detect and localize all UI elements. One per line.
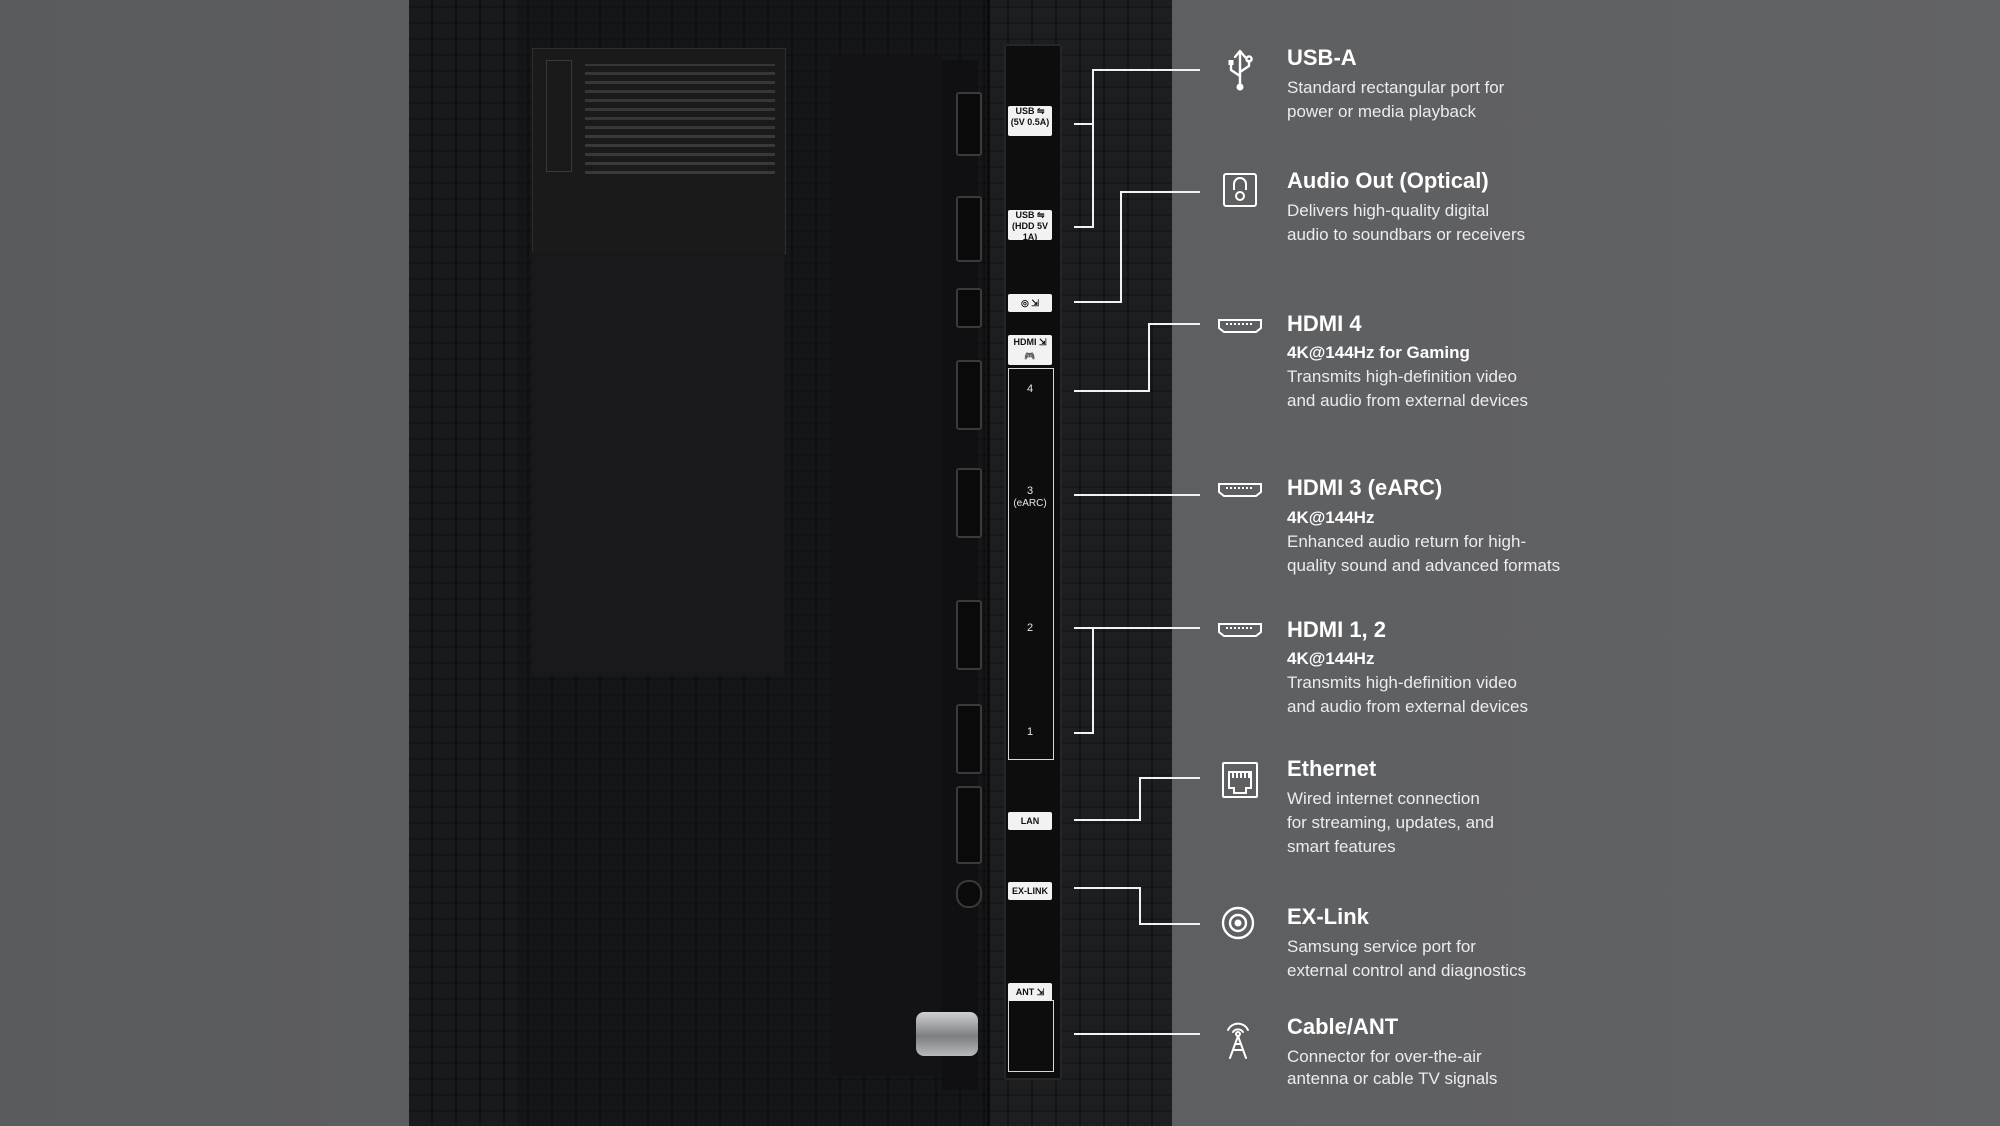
coax-connector bbox=[916, 1012, 978, 1056]
ethernet-desc-1: Wired internet connection bbox=[1287, 789, 1480, 808]
ethernet-desc-2: for streaming, updates, and bbox=[1287, 813, 1494, 832]
hdmi-port-2 bbox=[956, 600, 982, 670]
usb1-tag-line1: USB ⇋ bbox=[1015, 106, 1045, 116]
hdmi-port-1 bbox=[956, 704, 982, 774]
hdmi4-desc-1: Transmits high-definition video bbox=[1287, 367, 1517, 386]
optical-audio-icon bbox=[1223, 173, 1257, 207]
ethernet-desc-3: smart features bbox=[1287, 837, 1396, 856]
antenna-icon bbox=[1227, 1022, 1249, 1059]
inner-panel bbox=[532, 252, 784, 676]
hdmi12-desc-2: and audio from external devices bbox=[1287, 697, 1528, 716]
hdmi-icon bbox=[1218, 483, 1262, 497]
usb-port-1 bbox=[956, 92, 982, 156]
exlink-title: EX-Link bbox=[1287, 904, 1369, 929]
hdmi-num-3: 3 bbox=[1026, 485, 1034, 497]
exlink-desc-2: external control and diagnostics bbox=[1287, 961, 1527, 980]
cable-ant-desc-2: antenna or cable TV signals bbox=[1287, 1069, 1498, 1088]
optical-desc-2: audio to soundbars or receivers bbox=[1287, 225, 1526, 244]
cable-ant-desc-1: Connector for over-the-air bbox=[1287, 1047, 1482, 1066]
usb-port-2 bbox=[956, 196, 982, 262]
exlink-icon bbox=[1221, 906, 1255, 940]
hdmi3-desc-1: Enhanced audio return for high- bbox=[1287, 532, 1527, 551]
hdmi12-desc-1: Transmits high-definition video bbox=[1287, 673, 1517, 692]
hdmi-icon bbox=[1218, 623, 1262, 637]
optical-port bbox=[956, 288, 982, 328]
panel-edge bbox=[409, 0, 517, 1126]
port-bracket bbox=[830, 55, 942, 1075]
ethernet-title: Ethernet bbox=[1287, 756, 1377, 781]
hdmi-num-4: 4 bbox=[1026, 383, 1034, 395]
hdmi-icon bbox=[1218, 319, 1262, 333]
rating-label-text-block-2 bbox=[585, 128, 775, 174]
usb2-tag-line1: USB ⇋ bbox=[1015, 210, 1045, 220]
hdmi-port-4 bbox=[956, 360, 982, 430]
usb1-tag: USB ⇋ (5V 0.5A) bbox=[1008, 106, 1052, 136]
hdmi-num-3-sub: (eARC) bbox=[1013, 498, 1047, 509]
hdmi4-spec: 4K@144Hz for Gaming bbox=[1287, 343, 1470, 362]
usb2-tag: USB ⇋ (HDD 5V 1A) bbox=[1008, 210, 1052, 242]
optical-desc-1: Delivers high-quality digital bbox=[1287, 201, 1490, 220]
hdmi-num-2: 2 bbox=[1026, 622, 1034, 634]
usb-a-desc-1: Standard rectangular port for bbox=[1287, 78, 1505, 97]
hdmi-num-1: 1 bbox=[1026, 726, 1034, 738]
hdmi-port-3 bbox=[956, 468, 982, 538]
cable-ant-title: Cable/ANT bbox=[1287, 1014, 1399, 1039]
usb2-tag-line2: (HDD 5V 1A) bbox=[1011, 221, 1048, 242]
lan-tag: LAN bbox=[1008, 812, 1052, 830]
hdmi3-title: HDMI 3 (eARC) bbox=[1287, 475, 1443, 500]
ethernet-icon bbox=[1222, 762, 1258, 798]
exlink-desc-1: Samsung service port for bbox=[1287, 937, 1476, 956]
optical-title: Audio Out (Optical) bbox=[1287, 168, 1489, 193]
usb-icon bbox=[1228, 49, 1253, 91]
hdmi-label-strip bbox=[1008, 368, 1054, 760]
usb-a-desc-2: power or media playback bbox=[1287, 102, 1476, 121]
hdmi-tag: HDMI ⇲ 🎮 bbox=[1008, 335, 1052, 365]
gamepad-icon: 🎮 bbox=[1024, 351, 1036, 361]
rating-label-side bbox=[546, 60, 572, 172]
exlink-tag: EX-LINK bbox=[1008, 882, 1052, 900]
ant-label-strip bbox=[1008, 1000, 1054, 1072]
hdmi12-title: HDMI 1, 2 bbox=[1287, 617, 1387, 642]
ant-tag: ANT ⇲ bbox=[1008, 983, 1052, 1001]
optical-tag: ◎ ⇲ bbox=[1008, 294, 1052, 312]
usb1-tag-line2: (5V 0.5A) bbox=[1010, 117, 1050, 127]
hdmi4-desc-2: and audio from external devices bbox=[1287, 391, 1528, 410]
usb-a-title: USB-A bbox=[1287, 45, 1357, 70]
exlink-port bbox=[956, 880, 982, 908]
hdmi4-title: HDMI 4 bbox=[1287, 311, 1362, 336]
lan-port bbox=[956, 786, 982, 864]
hdmi-tag-text: HDMI ⇲ bbox=[1013, 337, 1047, 347]
hdmi3-desc-2: quality sound and advanced formats bbox=[1287, 556, 1561, 575]
hdmi12-spec: 4K@144Hz bbox=[1287, 649, 1375, 668]
hdmi3-spec: 4K@144Hz bbox=[1287, 508, 1375, 527]
